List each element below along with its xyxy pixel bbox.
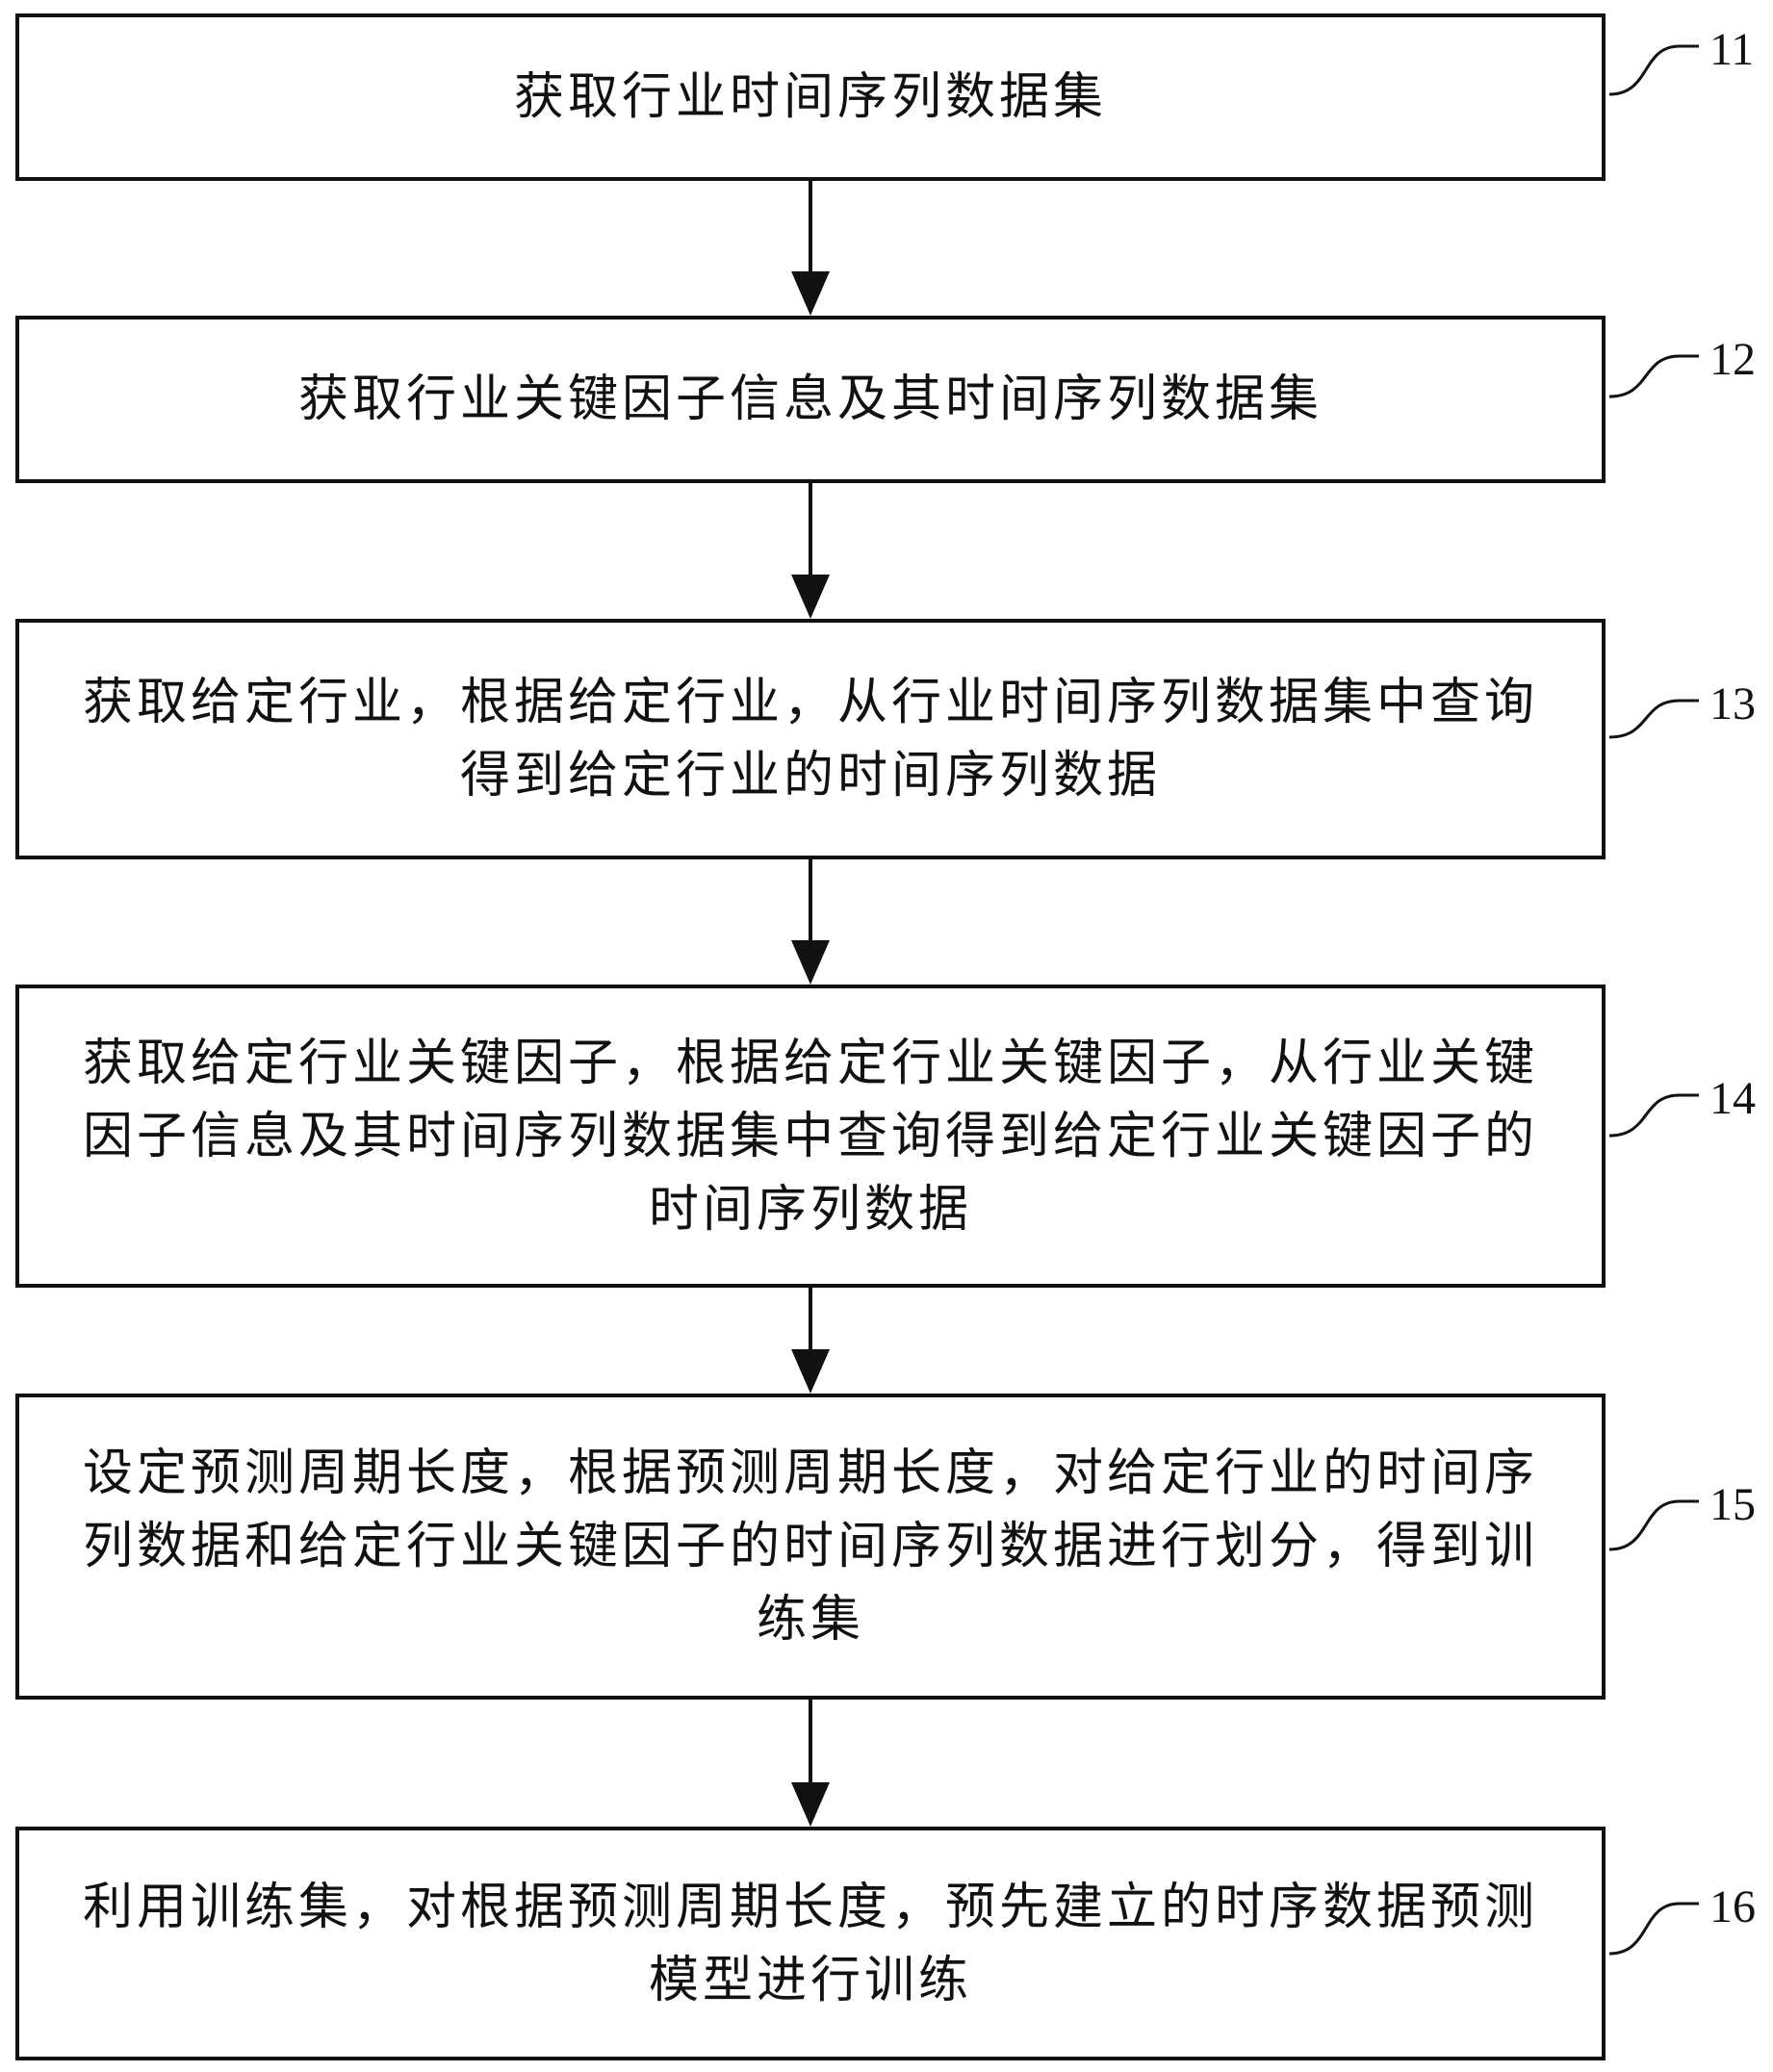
arrow-15-to-16	[791, 1700, 830, 1827]
step-text-13: 获取给定行业，根据给定行业，从行业时间序列数据集中查询 得到给定行业的时间序列数…	[82, 674, 1538, 805]
step-box-12: 获取行业关键因子信息及其时间序列数据集	[15, 316, 1606, 483]
arrow-14-to-15	[791, 1288, 830, 1394]
arrow-11-to-12	[791, 181, 830, 316]
step-text-12: 获取行业关键因子信息及其时间序列数据集	[297, 371, 1323, 428]
arrow-12-to-13	[791, 483, 830, 619]
step-ref-13: 13	[1709, 678, 1756, 729]
step-text-16: 利用训练集，对根据预测周期长度，预先建立的时序数据预测 模型进行训练	[82, 1878, 1538, 2009]
leader-line-12	[1608, 354, 1699, 398]
arrow-13-to-14	[791, 859, 830, 985]
step-text-11: 获取行业时间序列数据集	[513, 68, 1107, 126]
step-text-15: 设定预测周期长度，根据预测周期长度，对给定行业的时间序 列数据和给定行业关键因子…	[82, 1445, 1538, 1649]
leader-line-11	[1608, 44, 1699, 96]
step-box-14: 获取给定行业关键因子，根据给定行业关键因子，从行业关键 因子信息及其时间序列数据…	[15, 985, 1606, 1288]
step-ref-16: 16	[1709, 1881, 1756, 1932]
leader-line-14	[1608, 1093, 1699, 1138]
step-ref-11: 11	[1709, 24, 1755, 75]
step-box-16: 利用训练集，对根据预测周期长度，预先建立的时序数据预测 模型进行训练	[15, 1827, 1606, 2060]
step-ref-15: 15	[1709, 1479, 1756, 1530]
step-box-13: 获取给定行业，根据给定行业，从行业时间序列数据集中查询 得到给定行业的时间序列数…	[15, 619, 1606, 859]
step-ref-14: 14	[1709, 1073, 1756, 1124]
step-ref-12: 12	[1709, 334, 1756, 385]
leader-line-15	[1608, 1499, 1699, 1551]
step-box-11: 获取行业时间序列数据集	[15, 13, 1606, 181]
step-text-14: 获取给定行业关键因子，根据给定行业关键因子，从行业关键 因子信息及其时间序列数据…	[82, 1034, 1538, 1239]
step-box-15: 设定预测周期长度，根据预测周期长度，对给定行业的时间序 列数据和给定行业关键因子…	[15, 1394, 1606, 1700]
leader-line-16	[1608, 1902, 1699, 1956]
leader-line-13	[1608, 699, 1699, 739]
